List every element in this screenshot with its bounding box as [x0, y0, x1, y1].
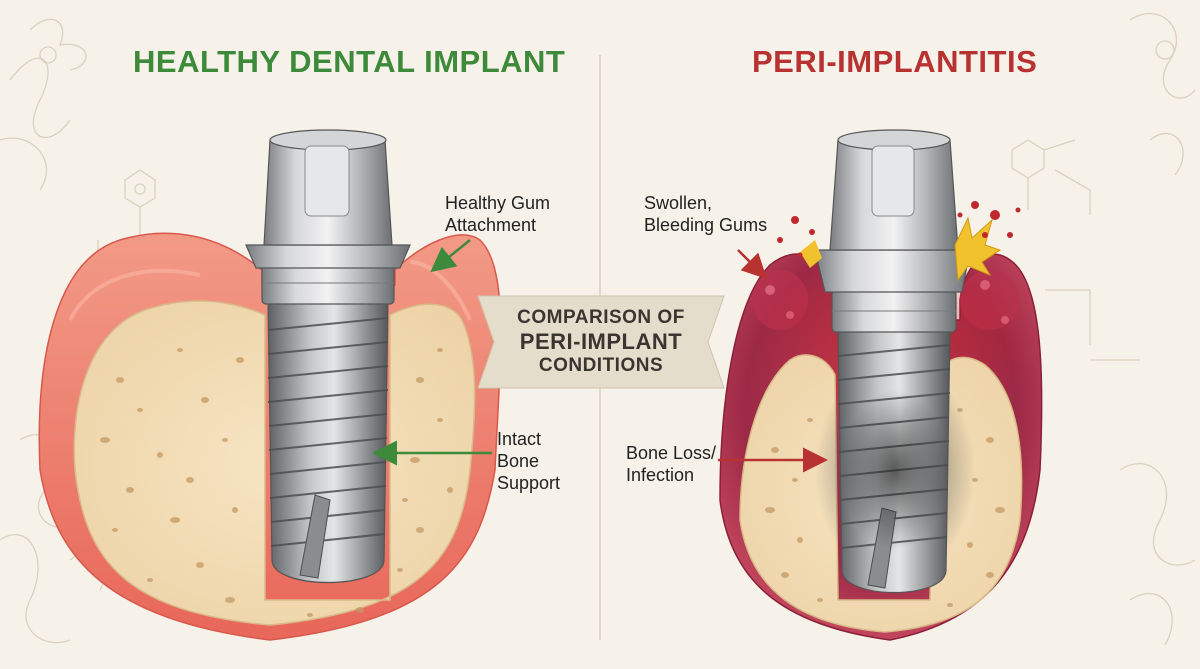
callout-bone-loss-infection: Bone Loss/ Infection	[626, 442, 716, 486]
callout-line: Attachment	[445, 215, 537, 235]
blood-drops-icon	[777, 201, 1021, 258]
arrow-swollen-gums	[737, 249, 768, 280]
title-healthy-dental-implant: HEALTHY DENTAL IMPLANT	[133, 44, 566, 79]
center-ribbon-banner	[477, 295, 725, 389]
healthy-bone	[73, 300, 476, 626]
center-banner-text: COMPARISON OF PERI-IMPLANT CONDITIONS	[478, 296, 724, 388]
callout-line: Bleeding Gums	[644, 215, 768, 235]
callout-line: Support	[497, 473, 561, 493]
healthy-implant-screw	[245, 129, 411, 584]
title-peri-implantitis: PERI-IMPLANTITIS	[752, 44, 1038, 79]
peri-implantitis-diagram	[719, 129, 1043, 641]
bone-pores	[100, 348, 453, 617]
callout-line: Infection	[626, 465, 695, 485]
callout-line: Intact	[497, 429, 542, 449]
callout-intact-bone-support: Intact Bone Support	[497, 428, 560, 494]
center-banner-line-2: PERI-IMPLANT	[519, 329, 683, 354]
callout-swollen-bleeding-gums: Swollen, Bleeding Gums	[644, 192, 767, 236]
callout-healthy-gum-attachment: Healthy Gum Attachment	[445, 192, 550, 236]
center-banner-line-1: COMPARISON OF	[517, 307, 685, 328]
callout-line: Bone Loss/	[626, 443, 717, 463]
inflammation-burst-icon	[800, 216, 1002, 282]
diseased-implant-screw	[814, 129, 971, 593]
center-banner-line-3: CONDITIONS	[538, 355, 664, 376]
healthy-implant-diagram	[38, 129, 502, 641]
callout-line: Bone	[497, 451, 540, 471]
arrow-healthy-gum	[430, 239, 471, 273]
callout-line: Healthy Gum	[445, 193, 551, 213]
callout-line: Swollen,	[644, 193, 713, 213]
